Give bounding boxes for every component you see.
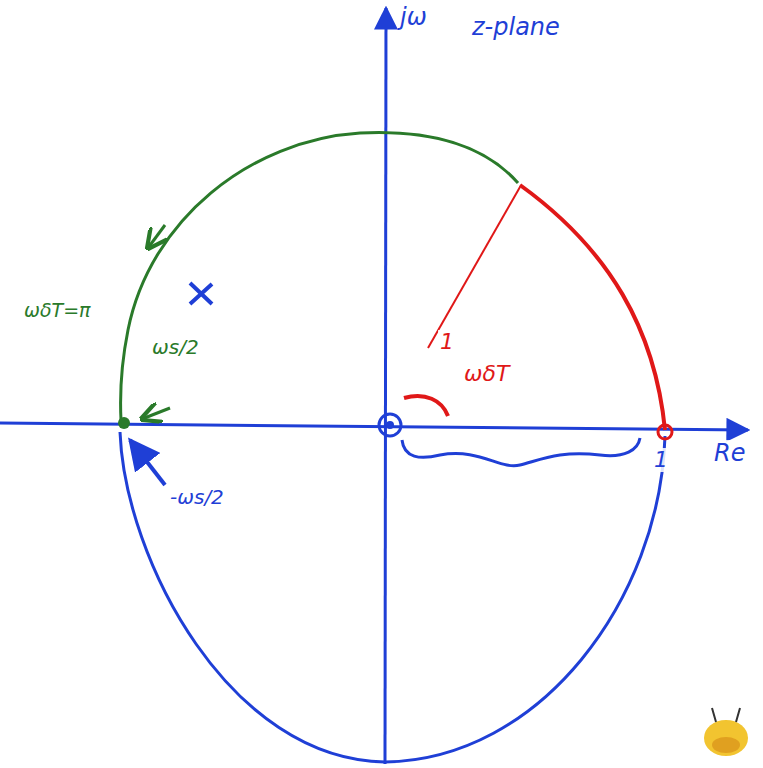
imag-axis — [385, 8, 386, 764]
real-axis — [0, 423, 748, 430]
radius-line — [428, 187, 520, 348]
frequency-label: -ωs/2 — [168, 486, 226, 508]
point-minus-one — [118, 417, 130, 429]
upper-arc — [121, 133, 518, 420]
logo-mark — [704, 708, 748, 756]
radius-label: 1 — [438, 330, 456, 354]
plane-label: z-plane — [470, 14, 562, 40]
angle-value: ωδT=π — [22, 300, 93, 321]
angle-mark — [404, 396, 448, 416]
origin-dot — [386, 421, 394, 429]
angle-label: ωδT — [462, 362, 511, 386]
unit-label: 1 — [652, 448, 670, 472]
point-one — [658, 425, 672, 439]
radius-brace — [402, 438, 640, 466]
frequency-label: ωs/2 — [150, 336, 201, 358]
origin-circle — [379, 414, 401, 436]
axis-label: jω — [398, 4, 429, 30]
axis-label: Re — [712, 440, 747, 466]
lower-arc — [120, 432, 665, 762]
angle-arc — [520, 185, 665, 430]
pole-mark — [190, 283, 212, 304]
direction-arrow — [148, 225, 165, 248]
leader-arrow — [130, 440, 165, 485]
leader-arrow — [142, 408, 170, 419]
